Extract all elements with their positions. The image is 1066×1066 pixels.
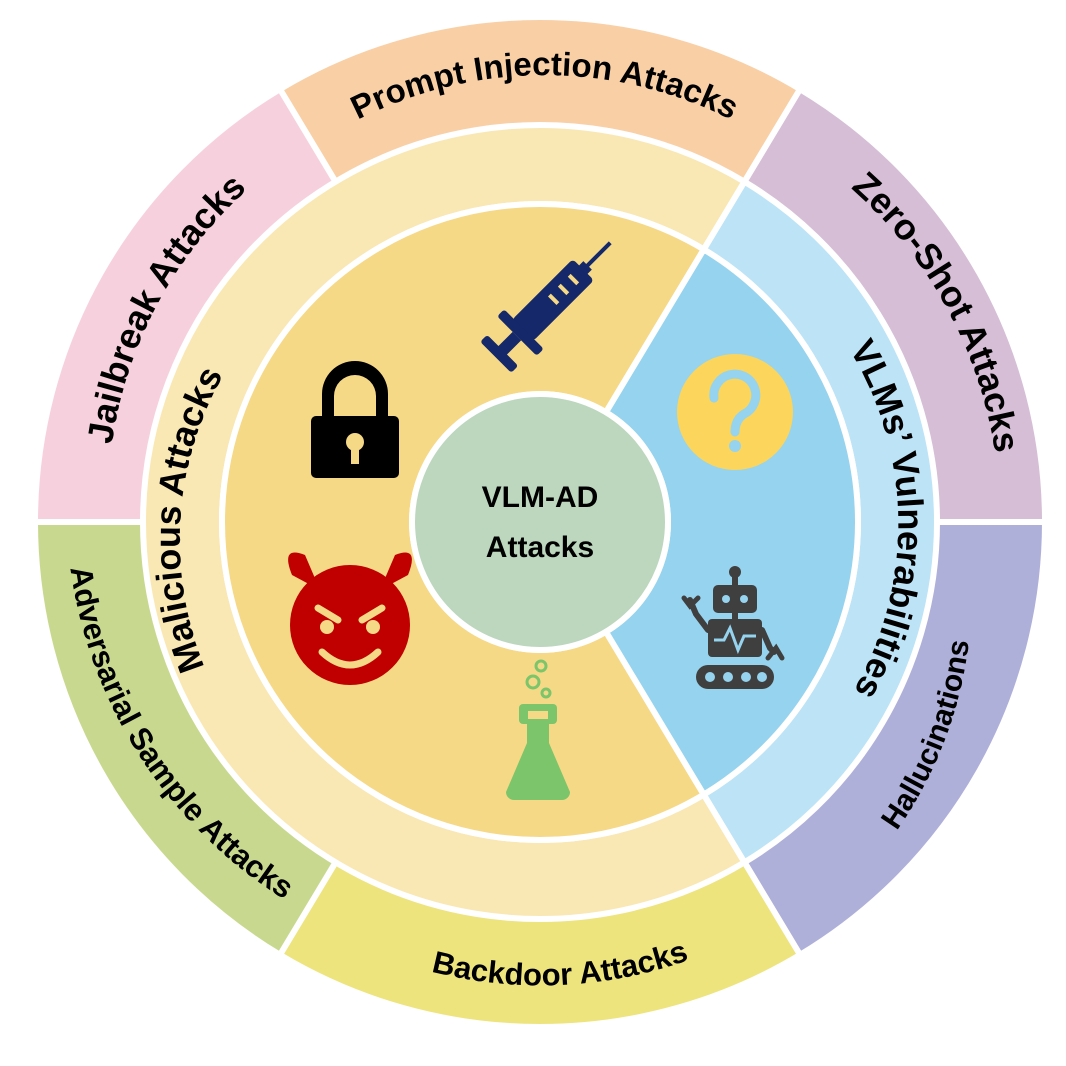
center-circle xyxy=(409,391,671,653)
lock-icon xyxy=(311,361,399,478)
robot-icon xyxy=(681,566,785,689)
question-icon xyxy=(677,354,793,470)
center-title-line2: Attacks xyxy=(486,531,594,564)
syringe-icon xyxy=(481,241,612,372)
flask-icon xyxy=(506,659,570,800)
devil-icon xyxy=(288,552,412,685)
center-title-line1: VLM-AD xyxy=(482,481,599,514)
